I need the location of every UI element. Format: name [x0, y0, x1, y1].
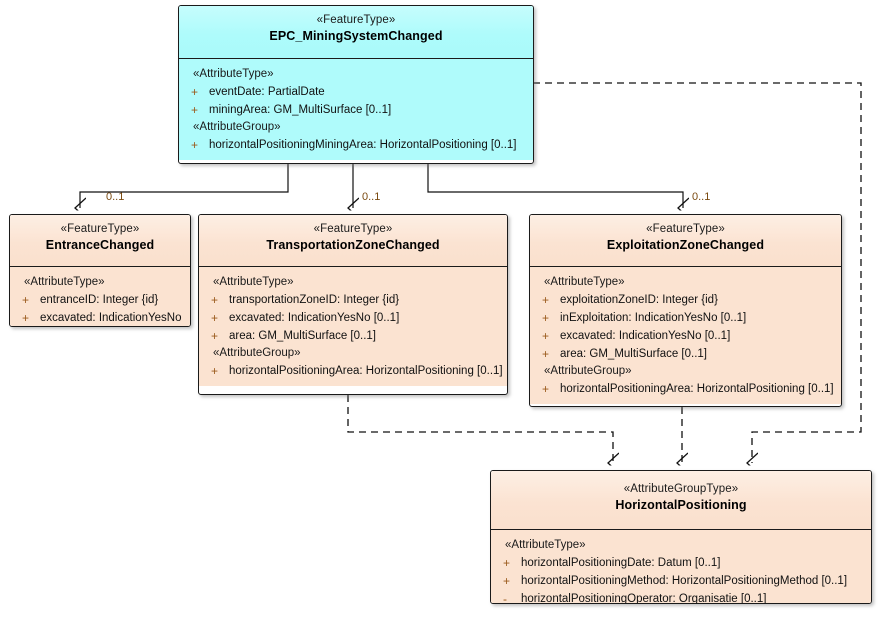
class-stereotype: «FeatureType»	[313, 223, 393, 235]
class-header-entrancechanged: «FeatureType» EntranceChanged	[10, 215, 190, 267]
attribute-group-label: «AttributeType»	[213, 276, 294, 288]
attribute-text: inExploitation: IndicationYesNo [0..1]	[560, 312, 747, 324]
visibility-marker: +	[211, 364, 219, 378]
attribute-row[interactable]: + excavated: IndicationYesNo	[10, 309, 190, 326]
class-name: EntranceChanged	[45, 238, 155, 252]
class-name: TransportationZoneChanged	[266, 238, 440, 252]
attribute-row[interactable]: + area: GM_MultiSurface [0..1]	[530, 345, 841, 363]
attribute-row[interactable]: + area: GM_MultiSurface [0..1]	[199, 327, 507, 345]
class-header-horizontalpositioning: «AttributeGroupType» HorizontalPositioni…	[491, 471, 871, 530]
visibility-marker: +	[211, 329, 219, 343]
attribute-text: horizontalPositioningDate: Datum [0..1]	[521, 557, 721, 569]
attribute-row[interactable]: + eventDate: PartialDate	[179, 83, 533, 101]
class-stereotype: «FeatureType»	[316, 14, 396, 26]
class-header-transportationzonechanged: «FeatureType» TransportationZoneChanged	[199, 215, 507, 267]
attribute-group-label: «AttributeType»	[193, 68, 274, 80]
class-header-exploitationzonechanged: «FeatureType» ExploitationZoneChanged	[530, 215, 841, 267]
class-node-exploitationzonechanged[interactable]: «FeatureType» ExploitationZoneChanged «A…	[529, 214, 842, 407]
attribute-group-label: «AttributeGroup»	[544, 365, 632, 377]
attribute-text: area: GM_MultiSurface [0..1]	[229, 330, 377, 342]
attribute-text: exploitationZoneID: Integer {id}	[560, 294, 718, 306]
attribute-text: horizontalPositioningOperator: Organisat…	[521, 593, 767, 604]
class-stereotype: «FeatureType»	[60, 223, 140, 235]
association-root-to-exploitation	[427, 163, 683, 208]
attribute-row[interactable]: + horizontalPositioningMethod: Horizonta…	[491, 572, 871, 590]
attribute-row[interactable]: + excavated: IndicationYesNo [0..1]	[199, 309, 507, 327]
attribute-group-label: «AttributeGroup»	[213, 347, 301, 359]
attribute-group-label: «AttributeGroup»	[193, 121, 281, 133]
visibility-marker: +	[542, 293, 550, 307]
visibility-marker: +	[22, 311, 30, 325]
attribute-text: transportationZoneID: Integer {id}	[229, 294, 400, 306]
class-node-horizontalpositioning[interactable]: «AttributeGroupType» HorizontalPositioni…	[490, 470, 872, 604]
visibility-marker: +	[191, 85, 199, 99]
class-node-transportationzonechanged[interactable]: «FeatureType» TransportationZoneChanged …	[198, 214, 508, 395]
attribute-text: horizontalPositioningMiningArea: Horizon…	[209, 139, 517, 151]
attribute-text: area: GM_MultiSurface [0..1]	[560, 348, 708, 360]
attribute-text: excavated: IndicationYesNo [0..1]	[560, 330, 731, 342]
class-attributes-entrancechanged: «AttributeType» + entranceID: Integer {i…	[10, 267, 190, 326]
attribute-text: excavated: IndicationYesNo	[40, 312, 182, 324]
multiplicity-label-entrance: 0..1	[106, 191, 125, 203]
multiplicity-label-exploitation: 0..1	[692, 191, 711, 203]
visibility-marker: +	[542, 347, 550, 361]
attribute-row[interactable]: - horizontalPositioningOperator: Organis…	[491, 590, 871, 604]
class-attributes-exploitationzonechanged: «AttributeType» + exploitationZoneID: In…	[530, 267, 841, 404]
attribute-text: entranceID: Integer {id}	[40, 294, 159, 306]
class-attributes-transportationzonechanged: «AttributeType» + transportationZoneID: …	[199, 267, 507, 386]
attribute-row[interactable]: + entranceID: Integer {id}	[10, 291, 190, 309]
visibility-marker: -	[503, 592, 507, 604]
attribute-group-label: «AttributeType»	[505, 539, 586, 551]
attribute-group-label: «AttributeType»	[24, 276, 105, 288]
attribute-row[interactable]: + horizontalPositioningDate: Datum [0..1…	[491, 554, 871, 572]
attribute-row[interactable]: + excavated: IndicationYesNo [0..1]	[530, 327, 841, 345]
class-attributes-epc-miningsystemchanged: «AttributeType» + eventDate: PartialDate…	[179, 59, 533, 160]
attribute-text: horizontalPositioningMethod: HorizontalP…	[521, 575, 848, 587]
visibility-marker: +	[22, 293, 30, 307]
visibility-marker: +	[211, 311, 219, 325]
class-node-epc-miningsystemchanged[interactable]: «FeatureType» EPC_MiningSystemChanged «A…	[178, 5, 534, 164]
attribute-text: horizontalPositioningArea: HorizontalPos…	[560, 383, 834, 395]
visibility-marker: +	[211, 293, 219, 307]
attribute-row[interactable]: + horizontalPositioningMiningArea: Horiz…	[179, 136, 533, 154]
class-attributes-horizontalpositioning: «AttributeType» + horizontalPositioningD…	[491, 530, 871, 604]
attribute-row[interactable]: + transportationZoneID: Integer {id}	[199, 291, 507, 309]
class-stereotype: «FeatureType»	[646, 223, 725, 235]
multiplicity-label-transportation: 0..1	[362, 191, 381, 203]
attribute-row[interactable]: + exploitationZoneID: Integer {id}	[530, 291, 841, 309]
visibility-marker: +	[503, 556, 511, 570]
class-name: HorizontalPositioning	[615, 498, 747, 512]
visibility-marker: +	[542, 311, 550, 325]
visibility-marker: +	[542, 382, 550, 396]
class-stereotype: «AttributeGroupType»	[623, 483, 739, 495]
attribute-group-label: «AttributeType»	[544, 276, 625, 288]
attribute-text: horizontalPositioningArea: HorizontalPos…	[229, 365, 503, 377]
class-name: EPC_MiningSystemChanged	[269, 29, 443, 43]
attribute-text: miningArea: GM_MultiSurface [0..1]	[209, 104, 392, 116]
attribute-row[interactable]: + miningArea: GM_MultiSurface [0..1]	[179, 101, 533, 119]
visibility-marker: +	[191, 138, 199, 152]
class-header-epc-miningsystemchanged: «FeatureType» EPC_MiningSystemChanged	[179, 6, 533, 59]
visibility-marker: +	[191, 103, 199, 117]
class-name: ExploitationZoneChanged	[606, 238, 765, 252]
visibility-marker: +	[542, 329, 550, 343]
attribute-row[interactable]: + horizontalPositioningArea: HorizontalP…	[530, 380, 841, 398]
class-node-entrancechanged[interactable]: «FeatureType» EntranceChanged «Attribute…	[9, 214, 191, 327]
visibility-marker: +	[503, 574, 511, 588]
attribute-row[interactable]: + inExploitation: IndicationYesNo [0..1]	[530, 309, 841, 327]
attribute-row[interactable]: + horizontalPositioningArea: HorizontalP…	[199, 362, 507, 380]
attribute-text: eventDate: PartialDate	[209, 86, 325, 98]
attribute-text: excavated: IndicationYesNo [0..1]	[229, 312, 400, 324]
